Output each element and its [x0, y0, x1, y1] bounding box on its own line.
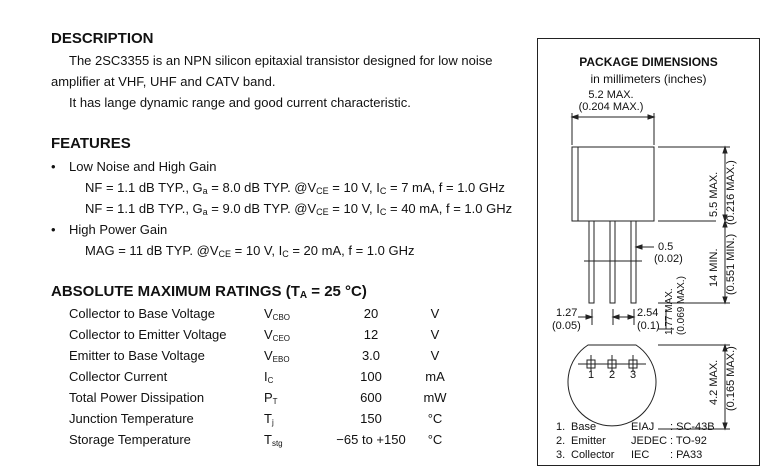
feature-title-high-gain: High Power Gain [69, 222, 168, 237]
legend-number: 3. [556, 449, 566, 461]
depth-mm-label: 4.2 MAX. [708, 359, 720, 405]
rating-value: 150 [360, 411, 382, 426]
rating-value: 3.0 [361, 348, 381, 363]
rating-unit: °C [427, 411, 443, 426]
lead-width-mm-label: 0.5 [658, 241, 674, 253]
body-height-in-label: (0.216 MAX.) [725, 160, 737, 225]
pitch-mid-mm-label: 2.54 [637, 307, 659, 319]
legend-standard: EIAJ [631, 421, 655, 433]
pin-number: 1 [588, 369, 595, 381]
lead-length-mm-label: 14 MIN. [708, 248, 720, 287]
rating-param: Collector Current [69, 369, 168, 384]
legend-code: : PA33 [670, 449, 703, 461]
legend-pin-name: Emitter [571, 435, 606, 447]
feature-title-low-noise: Low Noise and High Gain [69, 159, 217, 174]
package-dimensions-box: PACKAGE DIMENSIONS in millimeters (inche… [537, 38, 760, 466]
rating-param: Total Power Dissipation [69, 390, 205, 405]
rating-symbol: Tstg [264, 432, 283, 448]
ratings-heading: ABSOLUTE MAXIMUM RATINGS (TA = 25 °C) [51, 283, 367, 301]
body-height-mm-label: 5.5 MAX. [708, 171, 720, 217]
pin-number: 3 [630, 369, 637, 381]
rating-unit: mW [423, 390, 447, 405]
rating-param: Storage Temperature [69, 432, 191, 447]
pitch-mid-in-label: (0.1) [637, 320, 660, 332]
legend-pin-name: Base [571, 421, 597, 433]
legend-code: : SC-43B [670, 421, 715, 433]
rating-param: Emitter to Base Voltage [69, 348, 205, 363]
lead-width-in-label: (0.02) [654, 253, 683, 265]
rating-unit: °C [427, 432, 443, 447]
lead-length-in-label: (0.551 MIN.) [725, 233, 737, 295]
rating-unit: V [430, 327, 440, 342]
description-line-1: The 2SC3355 is an NPN silicon epitaxial … [69, 53, 493, 68]
rating-symbol: PT [264, 390, 278, 406]
rating-symbol: VCEO [264, 327, 291, 343]
feature-spec-line: NF = 1.1 dB TYP., Ga = 8.0 dB TYP. @VCE … [85, 180, 505, 196]
legend-standard: JEDEC [631, 435, 668, 447]
features-heading: FEATURES [51, 135, 131, 152]
feature-bullet: • [51, 159, 56, 174]
rating-unit: V [430, 348, 440, 363]
rating-symbol: IC [264, 369, 274, 385]
package-units: in millimeters (inches) [590, 72, 707, 86]
legend-pin-name: Collector [571, 449, 615, 461]
rating-value: 600 [360, 390, 382, 405]
rating-value: −65 to +150 [336, 432, 406, 447]
rating-param: Collector to Emitter Voltage [69, 327, 227, 342]
legend-number: 1. [556, 421, 566, 433]
rating-value: 12 [363, 327, 379, 342]
pitch-left-mm-label: 1.27 [556, 307, 578, 319]
rating-value: 20 [363, 306, 379, 321]
description-line-2: amplifier at VHF, UHF and CATV band. [51, 74, 276, 89]
feature-spec-line: NF = 1.1 dB TYP., Ga = 9.0 dB TYP. @VCE … [85, 201, 513, 217]
feature-bullet: • [51, 222, 56, 237]
description-heading: DESCRIPTION [51, 30, 154, 47]
legend-code: : TO-92 [670, 435, 707, 447]
seat-in-label: (0.069 MAX.) [676, 276, 687, 335]
description-line-3: It has lange dynamic range and good curr… [69, 95, 411, 110]
rating-symbol: Tj [264, 411, 274, 427]
rating-param: Collector to Base Voltage [69, 306, 215, 321]
feature-spec-line: MAG = 11 dB TYP. @VCE = 10 V, IC = 20 mA… [85, 243, 415, 259]
pitch-left-in-label: (0.05) [552, 320, 581, 332]
rating-symbol: VEBO [264, 348, 290, 364]
width-mm-label: 5.2 MAX. [588, 89, 634, 101]
package-outline-drawing [567, 113, 730, 431]
rating-unit: mA [425, 369, 445, 384]
package-title: PACKAGE DIMENSIONS [579, 55, 718, 69]
depth-in-label: (0.165 MAX.) [725, 346, 737, 411]
width-in-label: (0.204 MAX.) [578, 101, 644, 113]
pin-number: 2 [609, 369, 616, 381]
legend-standard: IEC [631, 449, 650, 461]
seat-mm-label: 1.77 MAX. [664, 288, 675, 335]
legend-number: 2. [556, 435, 566, 447]
rating-value: 100 [360, 369, 382, 384]
rating-symbol: VCBO [264, 306, 291, 322]
rating-unit: V [430, 306, 440, 321]
rating-param: Junction Temperature [69, 411, 194, 426]
